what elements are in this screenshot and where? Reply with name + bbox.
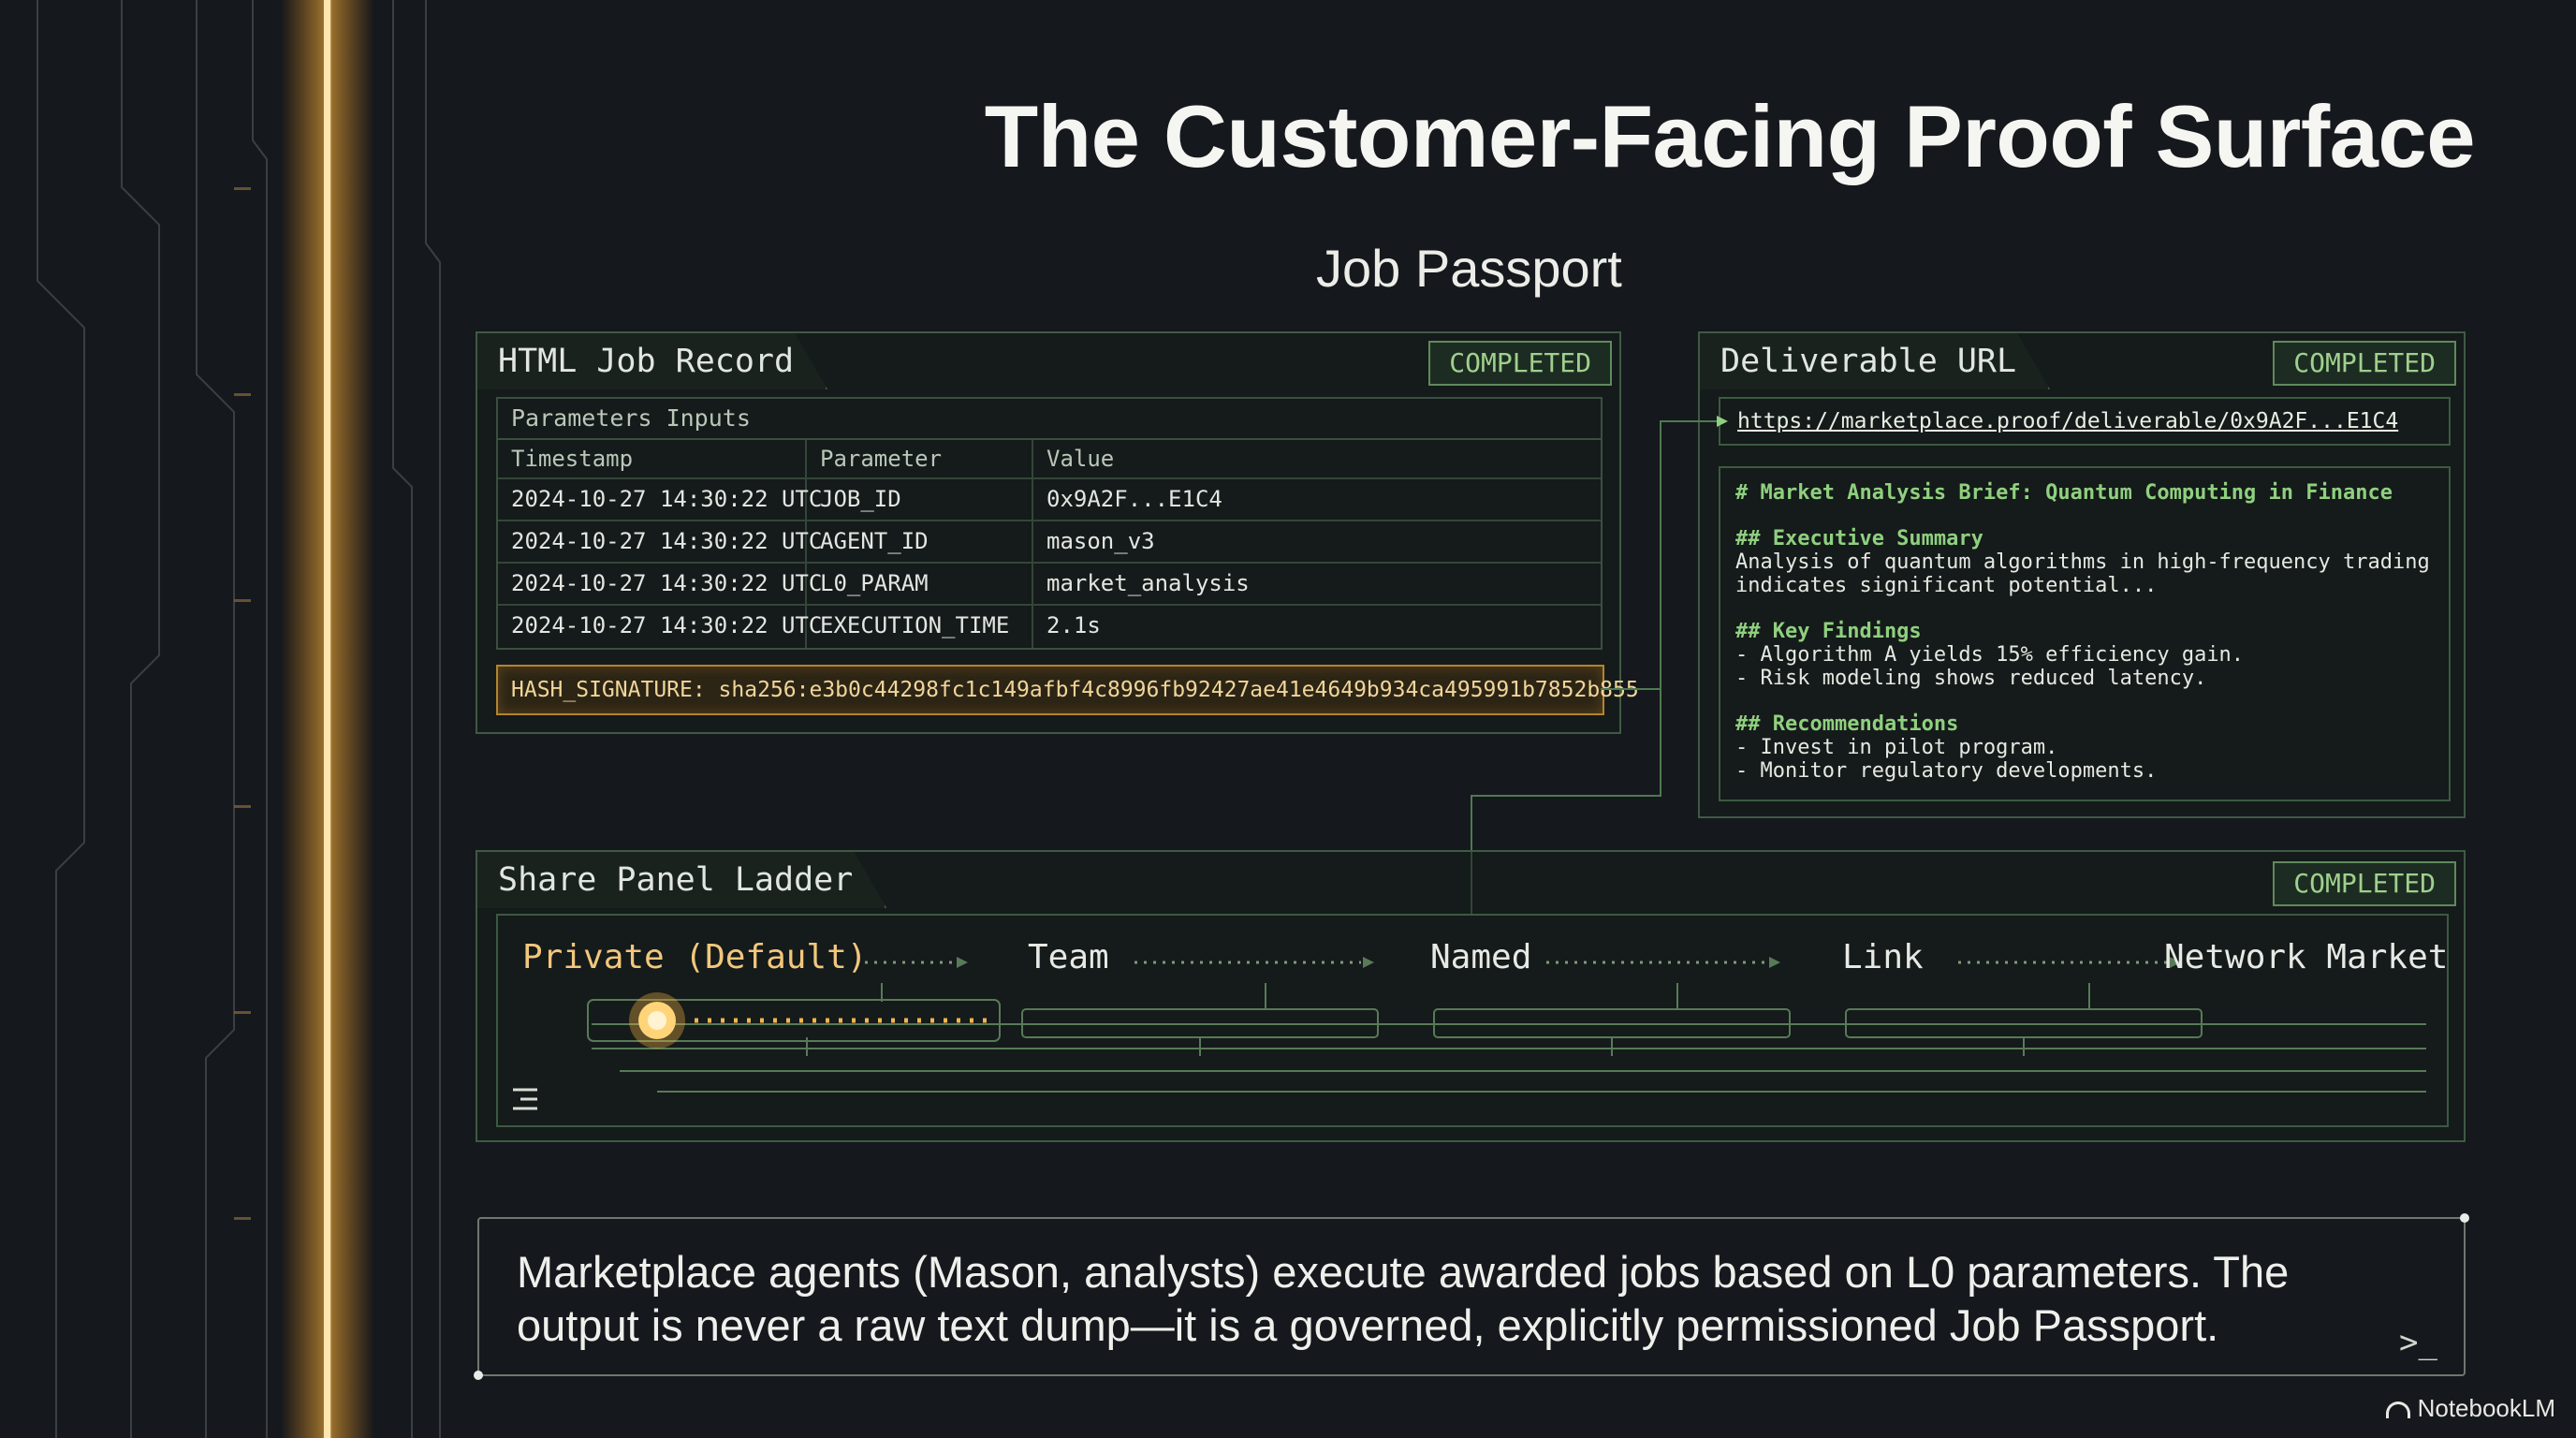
page-subtitle: Job Passport — [1316, 239, 1622, 298]
finding-item: - Algorithm A yields 15% efficiency gain… — [1735, 643, 2245, 667]
corner-dot — [474, 1371, 483, 1380]
deliverable-panel: Deliverable URL COMPLETED https://market… — [1698, 331, 2466, 818]
table-cell: market_analysis — [1046, 570, 1250, 596]
table-caption: Parameters Inputs — [498, 399, 1601, 440]
table-cell: L0_PARAM — [807, 564, 1033, 604]
list-icon — [513, 1088, 537, 1110]
job-record-panel: HTML Job Record COMPLETED Parameters Inp… — [476, 331, 1639, 734]
parameters-table: Parameters Inputs Timestamp Parameter Va… — [496, 397, 1603, 650]
share-step-link[interactable]: Link — [1842, 938, 1924, 976]
arrow-right-icon — [957, 957, 968, 968]
exec-summary-line: indicates significant potential... — [1735, 574, 2158, 597]
markdown-preview: # Market Analysis Brief: Quantum Computi… — [1719, 466, 2451, 801]
share-ladder-tab[interactable]: Share Panel Ladder — [476, 850, 886, 908]
table-cell: mason_v3 — [1046, 528, 1155, 554]
table-cell: 2024-10-27 14:30:22 UTC — [498, 521, 822, 562]
table-cell: JOB_ID — [807, 479, 1033, 520]
arrow-right-icon — [1363, 957, 1374, 968]
share-step-private[interactable]: Private (Default) — [522, 938, 868, 976]
brand-watermark: NotebookLM — [2385, 1394, 2555, 1423]
table-cell: 2024-10-27 14:30:22 UTC — [498, 606, 822, 648]
job-record-tab[interactable]: HTML Job Record — [476, 331, 827, 389]
notebooklm-logo-icon — [2385, 1401, 2410, 1418]
hash-signature[interactable]: HASH_SIGNATURE: sha256:e3b0c44298fc1c149… — [496, 665, 1639, 715]
table-header-row: Timestamp Parameter Value — [498, 440, 1601, 479]
share-ladder-status-badge: COMPLETED — [2273, 861, 2456, 906]
share-ladder-panel: Share Panel Ladder COMPLETED — [476, 850, 2466, 1142]
recommendation-item: - Monitor regulatory developments. — [1735, 759, 2158, 783]
terminal-prompt-icon: >_ — [2399, 1324, 2437, 1361]
table-cell: EXECUTION_TIME — [807, 606, 1033, 648]
arrow-right-icon — [2170, 957, 2181, 968]
column-header: Timestamp — [498, 440, 807, 477]
table-row: 2024-10-27 14:30:22 UTC L0_PARAM market_… — [498, 564, 1601, 606]
deliverable-tab[interactable]: Deliverable URL — [1698, 331, 2050, 389]
brief-title: # Market Analysis Brief: Quantum Computi… — [1735, 481, 2393, 505]
table-cell: AGENT_ID — [807, 521, 1033, 562]
recommendation-item: - Invest in pilot program. — [1735, 736, 2058, 759]
table-cell: 2.1s — [1046, 612, 1101, 638]
share-step-network-market[interactable]: Network Market — [2164, 938, 2449, 976]
share-step-team[interactable]: Team — [1028, 938, 1109, 976]
key-findings-heading: ## Key Findings — [1735, 620, 1922, 643]
exec-summary-heading: ## Executive Summary — [1735, 527, 1983, 550]
corner-dot — [2460, 1213, 2469, 1223]
share-step-named[interactable]: Named — [1430, 938, 1532, 976]
table-row: 2024-10-27 14:30:22 UTC EXECUTION_TIME 2… — [498, 606, 1601, 648]
brand-name: NotebookLM — [2417, 1394, 2555, 1422]
finding-item: - Risk modeling shows reduced latency. — [1735, 667, 2207, 690]
exec-summary-line: Analysis of quantum algorithms in high-f… — [1735, 550, 2430, 574]
caption-text: Marketplace agents (Mason, analysts) exe… — [517, 1247, 2290, 1350]
job-record-status-badge: COMPLETED — [1428, 341, 1612, 386]
ladder-track: Private (Default) Team Named Link Networ… — [496, 914, 2449, 1127]
table-cell: 2024-10-27 14:30:22 UTC — [498, 564, 822, 604]
circuit-decoration — [0, 0, 449, 1438]
deliverable-status-badge: COMPLETED — [2273, 341, 2456, 386]
table-row: 2024-10-27 14:30:22 UTC AGENT_ID mason_v… — [498, 521, 1601, 564]
table-row: 2024-10-27 14:30:22 UTC JOB_ID 0x9A2F...… — [498, 479, 1601, 521]
page-title: The Customer-Facing Proof Surface — [984, 87, 2476, 185]
column-header: Parameter — [807, 440, 1033, 477]
table-cell: 2024-10-27 14:30:22 UTC — [498, 479, 822, 520]
column-header: Value — [1046, 446, 1115, 472]
recommendations-heading: ## Recommendations — [1735, 712, 1959, 736]
arrow-right-icon — [1769, 957, 1780, 968]
table-cell: 0x9A2F...E1C4 — [1046, 486, 1222, 512]
caption-box: Marketplace agents (Mason, analysts) exe… — [474, 1213, 2469, 1380]
deliverable-url-link[interactable]: https://marketplace.proof/deliverable/0x… — [1719, 397, 2451, 446]
